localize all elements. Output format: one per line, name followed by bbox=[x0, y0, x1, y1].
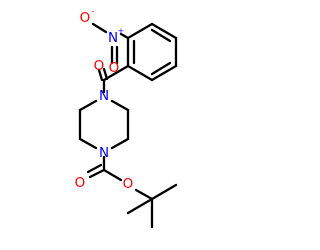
piperazine-top-n-label: N bbox=[99, 88, 109, 104]
nitro-o-minus-charge: - bbox=[92, 7, 95, 16]
carbonyl-o-double-bond-b bbox=[102, 67, 109, 81]
atom-layer: O - N + O O N N O O bbox=[75, 7, 134, 193]
benzene-bond-1 bbox=[126, 22, 154, 40]
carbamate-o-single-bond bbox=[102, 168, 123, 182]
nitro-n-label: N bbox=[108, 30, 118, 46]
tert-butyl-methyl-right-bond bbox=[150, 183, 178, 201]
carbamate-double-o-label: O bbox=[75, 175, 86, 191]
nitro-n-aryl-bond bbox=[119, 32, 130, 40]
carbonyl-o-label: O bbox=[94, 58, 105, 74]
tert-butyl-methyl-left-bond bbox=[126, 197, 154, 215]
nitro-n-charge: + bbox=[118, 27, 125, 36]
benzene-inner-bond-1 bbox=[150, 28, 172, 43]
benzene-bond-4 bbox=[150, 64, 178, 82]
nitro-n-o-minus-bond bbox=[91, 22, 108, 34]
carbamate-o-double-bond-b bbox=[86, 163, 103, 174]
benzene-bond-5 bbox=[126, 64, 154, 82]
aryl-carbonyl-bond bbox=[102, 64, 130, 82]
piperazine-bond-6 bbox=[110, 99, 130, 112]
nitro-o-minus-label: O bbox=[80, 10, 91, 26]
carbamate-o-double-bond-a bbox=[88, 168, 106, 179]
piperazine-bond-1 bbox=[78, 99, 98, 112]
benzene-bond-2 bbox=[150, 22, 178, 40]
nitro-o-double-label: O bbox=[109, 60, 120, 76]
chemical-structure: O - N + O O N N O O bbox=[75, 7, 178, 229]
benzene-inner-bond-2 bbox=[150, 61, 172, 76]
o-tert-butyl-bond bbox=[134, 188, 154, 201]
piperazine-bond-4 bbox=[110, 137, 130, 150]
piperazine-bond-3 bbox=[78, 137, 98, 150]
carbamate-single-o-label: O bbox=[123, 176, 134, 192]
piperazine-bottom-n-label: N bbox=[99, 145, 109, 161]
carbonyl-o-double-bond-a bbox=[97, 68, 104, 82]
bond-layer bbox=[78, 22, 178, 229]
